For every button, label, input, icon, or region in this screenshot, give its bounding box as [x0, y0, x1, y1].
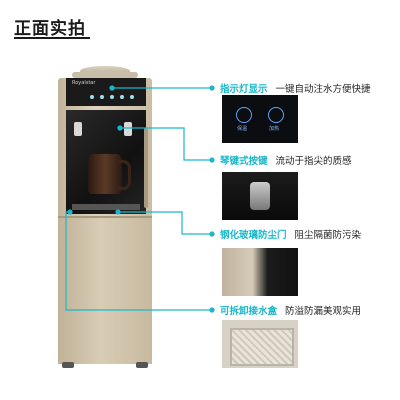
lower-cabinet: [58, 216, 152, 364]
top-cap: [80, 66, 130, 76]
indicator-light-icon: [120, 95, 124, 99]
left-tap: [74, 122, 82, 136]
kettle-handle: [118, 160, 131, 190]
title-underline: [14, 37, 90, 39]
feature-highlight: 可拆卸接水盒: [220, 306, 278, 317]
indicator-light-icon: [110, 95, 114, 99]
thumb-label: 保温: [237, 126, 248, 132]
right-tap: [124, 122, 132, 136]
glass-door-thumbnail: [222, 248, 298, 296]
water-drop-icon: [268, 107, 284, 123]
feature-removable-tray: 可拆卸接水盒防溢防漏美观实用: [220, 303, 361, 317]
feature-highlight: 琴键式按键: [220, 156, 268, 167]
page-title: 正面实拍: [14, 19, 86, 39]
feature-description: 阻尘隔菌防污染: [294, 230, 362, 241]
feature-indicator-light: 指示灯显示一键自动注水方便快捷: [220, 81, 371, 95]
tray-grate: [230, 328, 294, 366]
top-ring: [72, 72, 138, 78]
door-handle: [144, 128, 148, 208]
foot: [136, 362, 148, 368]
feature-highlight: 钢化玻璃防尘门: [220, 230, 287, 241]
feature-description: 流动于指尖的质感: [275, 156, 352, 167]
feature-piano-keys: 琴键式按键流动于指尖的质感: [220, 153, 352, 167]
drip-tray-thumbnail: [222, 320, 298, 368]
feature-description: 防溢防漏美观实用: [285, 306, 362, 317]
indicator-light-icon: [90, 95, 94, 99]
indicator-light-icon: [100, 95, 104, 99]
indicator-panel: [66, 78, 146, 106]
feature-description: 一键自动注水方便快捷: [275, 84, 371, 95]
feature-glass-door: 钢化玻璃防尘门阻尘隔菌防污染: [220, 227, 361, 241]
kettle: [88, 154, 122, 194]
foot: [62, 362, 74, 368]
drip-tray: [72, 204, 140, 210]
piano-key-thumbnail: [222, 172, 298, 220]
indicator-light-icon: [236, 107, 252, 123]
indicator-light-thumbnail: 保温 加热: [222, 95, 298, 143]
thumb-label: 加热: [269, 126, 280, 132]
brand-logo: Royalstar: [72, 80, 96, 86]
button-knob: [250, 182, 270, 210]
water-dispenser-image: Royalstar: [50, 58, 160, 370]
indicator-light-icon: [130, 95, 134, 99]
feature-highlight: 指示灯显示: [220, 84, 268, 95]
